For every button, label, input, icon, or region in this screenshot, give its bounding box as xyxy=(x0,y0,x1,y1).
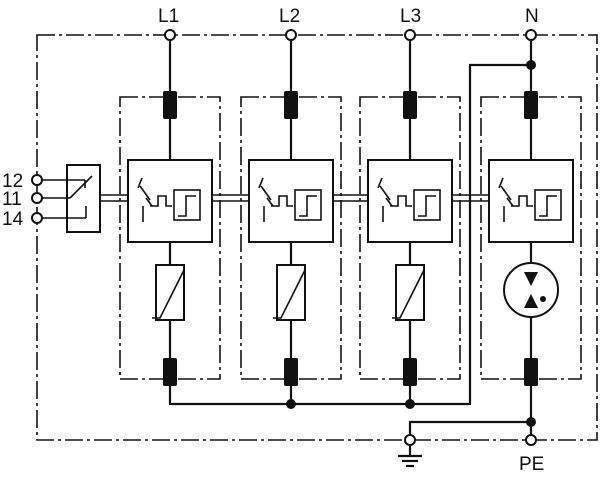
label-l1: L1 xyxy=(158,6,179,27)
terminal-11 xyxy=(31,192,43,204)
terminal-12 xyxy=(31,174,43,186)
label-pe: PE xyxy=(519,454,544,475)
fuse-element-icon xyxy=(284,91,298,119)
terminal-n xyxy=(525,29,537,41)
fuse-element-icon xyxy=(284,358,298,386)
varistor-icon xyxy=(392,264,425,321)
fuse-element-icon xyxy=(403,358,417,386)
disconnector-box xyxy=(127,159,213,243)
collector-wire xyxy=(168,63,531,406)
label-l2: L2 xyxy=(279,6,300,27)
terminal-l2 xyxy=(285,29,297,41)
junction-dot xyxy=(286,399,296,409)
fuse-element-icon xyxy=(524,358,538,386)
varistor-icon xyxy=(152,264,185,321)
mechanical-link xyxy=(100,194,489,202)
module-l3 xyxy=(359,40,461,386)
label-11: 11 xyxy=(2,189,22,210)
terminal-ground xyxy=(404,434,416,446)
label-n: N xyxy=(525,6,539,27)
spark-gap-icon xyxy=(503,262,559,318)
thermal-disconnector-icon xyxy=(258,177,322,222)
module-l2 xyxy=(240,40,342,386)
junction-dot xyxy=(526,60,536,70)
varistor-icon xyxy=(273,264,306,321)
junction-dot xyxy=(405,399,415,409)
outer-enclosure xyxy=(36,34,598,441)
fuse-element-icon xyxy=(524,91,538,119)
fuse-element-icon xyxy=(403,91,417,119)
remote-contact xyxy=(40,164,101,233)
terminal-pe xyxy=(525,434,537,446)
thermal-disconnector-icon xyxy=(377,177,441,222)
label-14: 14 xyxy=(2,209,24,230)
fuse-element-icon xyxy=(163,91,177,119)
terminal-l1 xyxy=(164,29,176,41)
module-n xyxy=(480,40,582,386)
thermal-disconnector-icon xyxy=(137,177,201,222)
label-12: 12 xyxy=(2,171,23,192)
label-l3: L3 xyxy=(400,6,421,27)
fuse-element-icon xyxy=(163,358,177,386)
ground-symbol-icon xyxy=(398,445,422,468)
terminal-14 xyxy=(31,212,43,224)
module-l1 xyxy=(119,40,221,386)
thermal-disconnector-icon xyxy=(498,177,562,222)
terminal-l3 xyxy=(404,29,416,41)
disconnector-box xyxy=(488,159,574,243)
